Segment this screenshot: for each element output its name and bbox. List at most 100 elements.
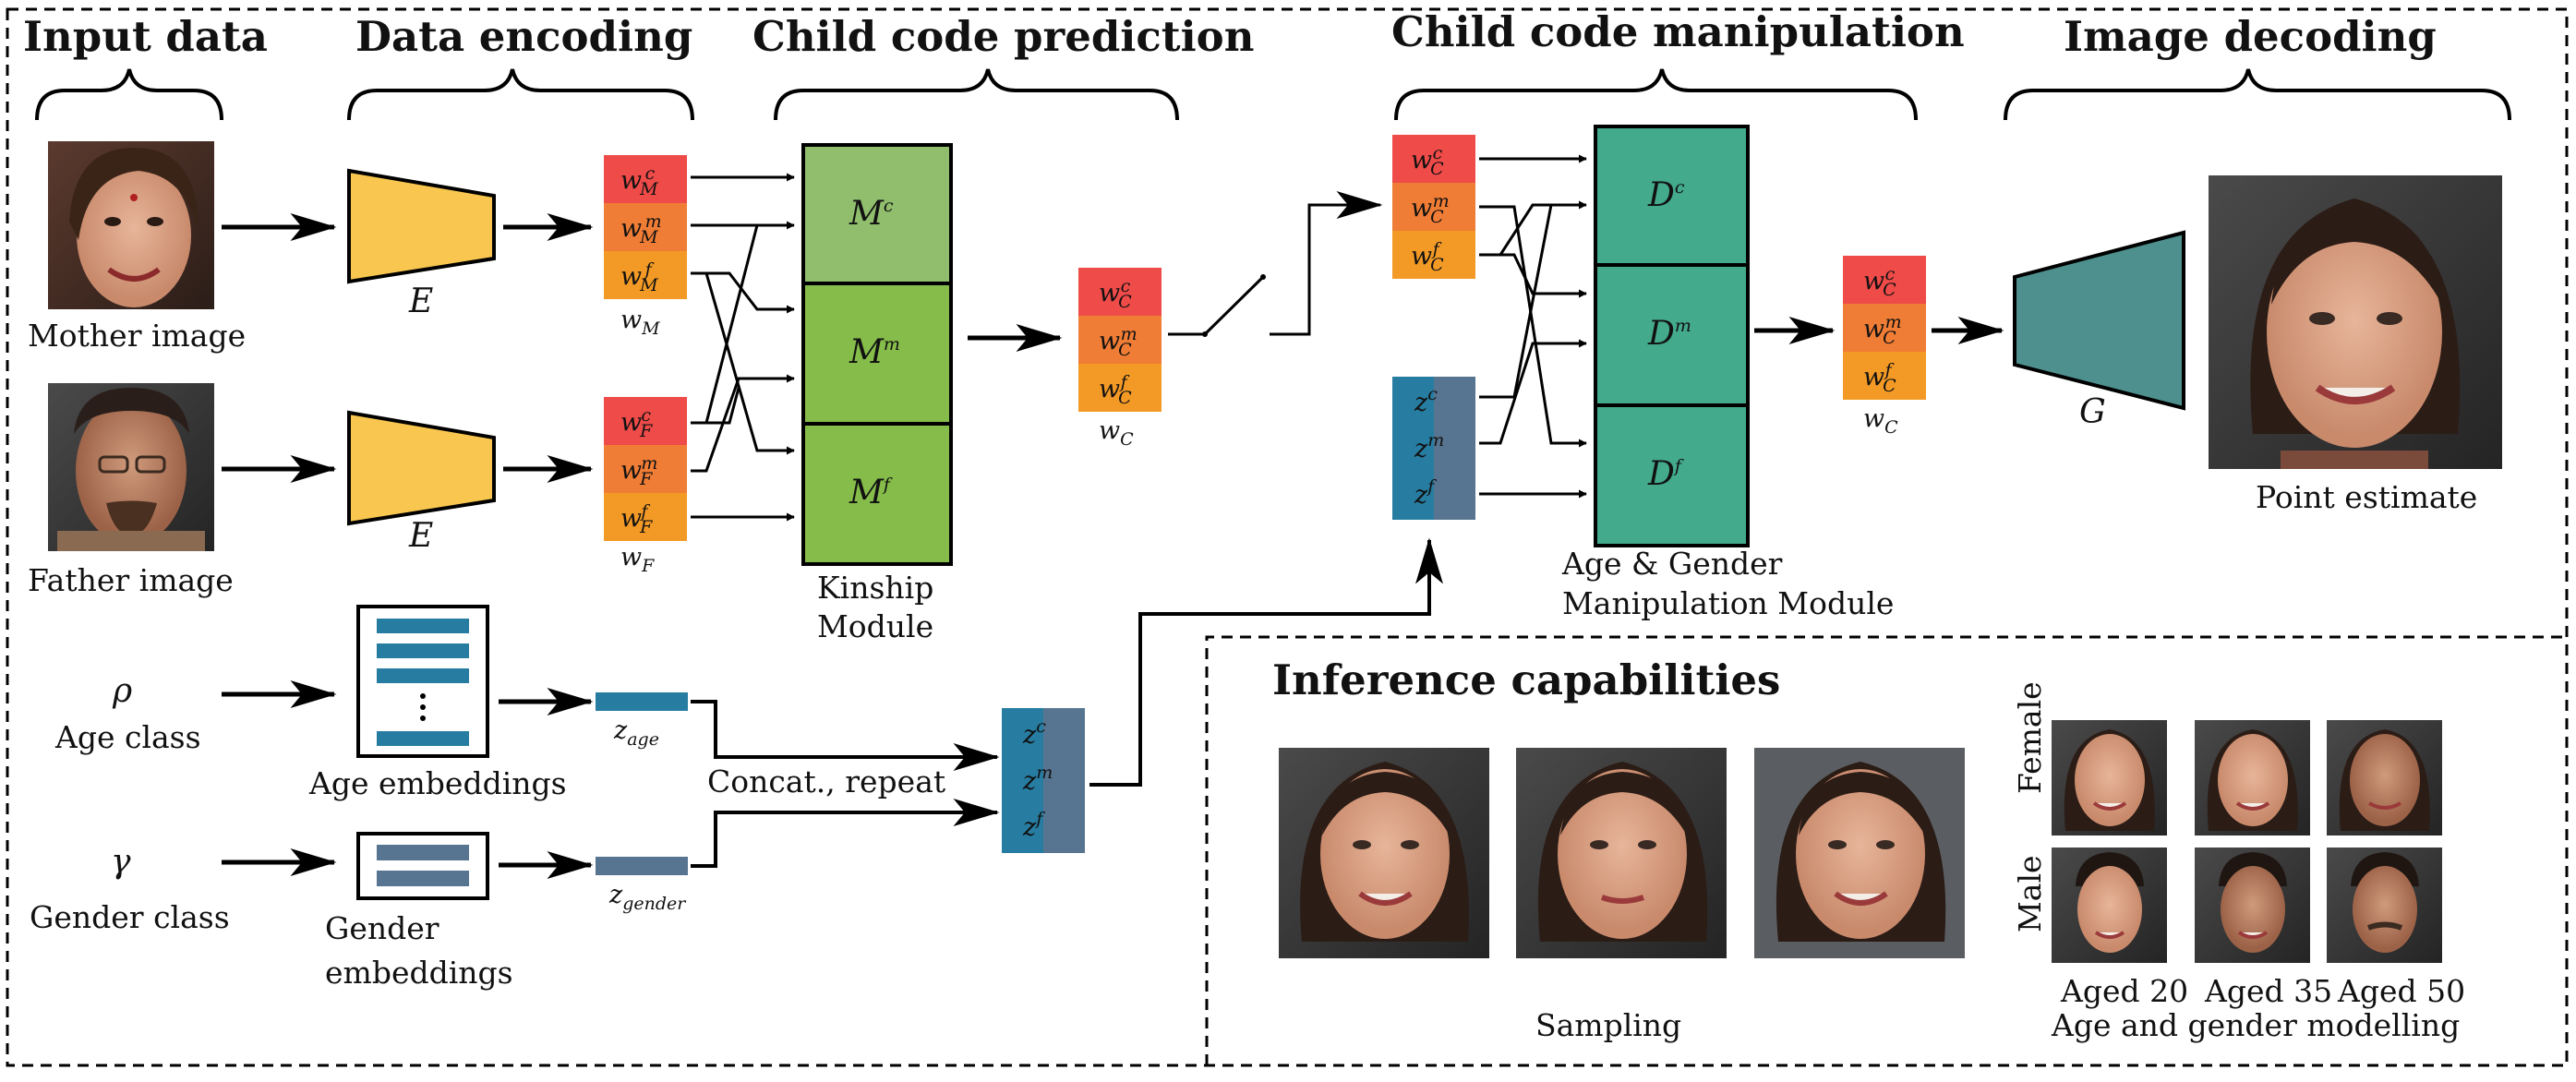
- manipulation-module: Dc Dm Df: [1594, 125, 1750, 547]
- outer-frame: [6, 7, 2569, 1067]
- sample-image-1: [1279, 748, 1489, 958]
- header-image-decoding: Image decoding: [2064, 12, 2437, 61]
- manipulation-label-2: Manipulation Module: [1562, 585, 1894, 621]
- male-aged-35: [2195, 848, 2310, 963]
- header-input-data: Input data: [23, 12, 268, 61]
- z-gender-bar: [596, 857, 688, 875]
- age-label-20: Aged 20: [2060, 973, 2188, 1009]
- age-embeddings-label: Age embeddings: [308, 765, 567, 801]
- brace-input: [35, 68, 223, 121]
- brace-prediction: [774, 68, 1179, 121]
- svg-text:wFm: wFm: [620, 453, 657, 489]
- wm-c-sup: c: [645, 163, 656, 184]
- father-image-label: Father image: [28, 562, 234, 598]
- gender-embeddings-block: [356, 832, 489, 900]
- manipulation-label-1: Age & Gender: [1561, 546, 1783, 582]
- male-age-images: [2052, 848, 2442, 963]
- kinship-block-m: [801, 282, 953, 426]
- input-arrows: [222, 213, 337, 876]
- age-symbol: ρ: [112, 672, 132, 710]
- kinship-module: Mc Mm Mf: [801, 143, 953, 566]
- kinship-block-f: [801, 422, 953, 566]
- wf-row-m: [604, 445, 687, 493]
- concat-label: Concat., repeat: [707, 763, 945, 799]
- female-aged-50: [2327, 720, 2442, 836]
- svg-text:wCf: wCf: [1099, 372, 1132, 408]
- inference-frame: [1205, 635, 2567, 1065]
- svg-text:zf: zf: [1414, 476, 1437, 510]
- z-manip-block: zc zm zf: [1392, 377, 1475, 520]
- father-encoder-block: [347, 410, 496, 526]
- age-embeddings-block: [356, 605, 489, 758]
- child-code-predicted: wCc wCm wCf: [1078, 268, 1162, 412]
- switch-symbol: [1168, 191, 1383, 337]
- header-child-code-manipulation: Child code manipulation: [1391, 7, 1965, 56]
- sample-image-3: [1754, 748, 1965, 958]
- brace-decoding: [2004, 68, 2511, 121]
- row-label-female: Female: [2012, 681, 2048, 794]
- kinship-label-2: Module: [817, 608, 933, 644]
- child-code-to-manipulate: wCc wCm wCf: [1392, 135, 1475, 279]
- header-data-encoding: Data encoding: [355, 12, 692, 61]
- male-aged-20: [2052, 848, 2167, 963]
- z-gender-label: zgender: [608, 881, 687, 914]
- svg-text:wCm: wCm: [1099, 324, 1138, 360]
- wm-row-c: [604, 155, 687, 203]
- age-class-label: Age class: [54, 719, 201, 755]
- female-aged-20: [2052, 720, 2167, 836]
- svg-text:Mm: Mm: [849, 333, 900, 371]
- gender-embeddings-label-2: embeddings: [325, 955, 513, 991]
- inference-title: Inference capabilities: [1272, 655, 1780, 704]
- manip-block-m: [1594, 263, 1750, 407]
- arrow-zage-to-concat: [691, 700, 1000, 771]
- arrow-zgender-to-concat: [691, 799, 1000, 868]
- gender-symbol: γ: [111, 843, 131, 881]
- mother-encoder-block: [347, 168, 496, 284]
- brace-manipulation: [1394, 68, 1918, 121]
- kinship-label-1: Kinship: [817, 570, 933, 606]
- svg-text:wCc: wCc: [1863, 264, 1896, 300]
- svg-text:Dm: Dm: [1647, 315, 1691, 353]
- svg-text:Df: Df: [1647, 455, 1684, 493]
- generator-label: G: [2079, 393, 2106, 431]
- point-estimate-image: [2209, 175, 2502, 469]
- father-encoder-label: E: [408, 517, 433, 555]
- wf-row-c: [604, 397, 687, 445]
- brace-encoding: [347, 68, 694, 121]
- kinship-block-c: [801, 143, 953, 285]
- wm-row-f: [604, 251, 687, 299]
- age-label-50: Aged 50: [2337, 973, 2465, 1009]
- wf-row-f: [604, 493, 687, 541]
- z-concat-block: zc zm zf: [1002, 708, 1085, 853]
- svg-text:Mc: Mc: [849, 195, 894, 233]
- row-label-male: Male: [2012, 855, 2048, 932]
- father-image: [48, 383, 214, 551]
- svg-text:wMm: wMm: [620, 211, 662, 247]
- gender-class-label: Gender class: [30, 899, 230, 935]
- z-age-bar: [596, 692, 688, 711]
- svg-text:Mf: Mf: [849, 474, 893, 511]
- svg-text:wFf: wFf: [620, 501, 653, 537]
- z-age-label: zage: [613, 716, 659, 750]
- svg-text:wMc: wMc: [620, 163, 658, 199]
- svg-text:wFc: wFc: [620, 405, 653, 441]
- sampling-label: Sampling: [1535, 1007, 1681, 1043]
- arrow-zconcat-to-manipulation: [1089, 537, 1443, 787]
- age-gender-label: Age and gender modelling: [2051, 1007, 2460, 1043]
- sampling-images: [1279, 748, 1965, 958]
- male-aged-50: [2327, 848, 2442, 963]
- mother-code-stack: wMc wMm wMf: [604, 155, 687, 299]
- header-braces: [35, 68, 2511, 121]
- svg-text:zc: zc: [1022, 716, 1046, 750]
- wm-c-sub: M: [639, 179, 658, 199]
- child-code-manipulated: wCc wCm wCf: [1843, 256, 1926, 400]
- wc-caption-manipulated: wC: [1863, 404, 1898, 438]
- female-aged-35: [2195, 720, 2310, 836]
- svg-text:wCf: wCf: [1411, 239, 1444, 275]
- age-label-35: Aged 35: [2204, 973, 2332, 1009]
- svg-text:wCc: wCc: [1411, 143, 1444, 179]
- gender-embeddings-label-1: Gender: [325, 910, 439, 946]
- mother-encoder-label: E: [408, 283, 433, 320]
- female-age-images: [2052, 720, 2442, 836]
